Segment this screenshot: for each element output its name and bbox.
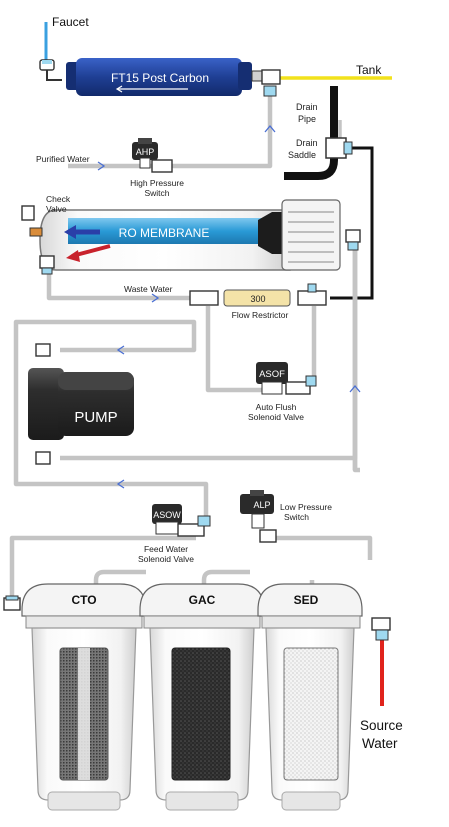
low-pressure-switch [240,490,277,543]
cto-filter [21,583,147,811]
drain-saddle-label-2: Saddle [288,150,316,160]
ro-membrane-housing [29,199,341,271]
high-pressure-label-1: High Pressure [130,178,184,188]
post-carbon-label: FT15 Post Carbon [111,71,209,85]
tank-label: Tank [356,63,382,77]
purified-water-label: Purified Water [36,154,90,164]
flow-restrictor-label: Flow Restrictor [232,310,289,320]
booster-pump [28,343,134,465]
ahp-label: AHP [136,147,155,157]
drain-pipe-label-1: Drain [296,102,318,112]
pump-label: PUMP [74,409,117,426]
faucet-label: Faucet [52,15,89,29]
low-pressure-label-2: Switch [284,512,309,522]
flow-restrictor-value: 300 [250,294,265,304]
filter-fittings [3,595,391,641]
drain-saddle-label-1: Drain [296,138,318,148]
post-carbon-tee [261,69,281,97]
source-water-label-1: Source [360,718,403,733]
check-valve-label-1: Check [46,194,71,204]
auto-flush-label-1: Auto Flush [256,402,297,412]
waste-water-label: Waste Water [124,284,173,294]
drain-line [330,146,374,300]
drain-pipe-label-2: Pipe [298,114,316,124]
sed-filter [257,583,363,811]
gac-label: GAC [189,593,216,607]
post-carbon-filter [66,58,263,96]
auto-flush-valve [256,362,317,395]
feed-water-label-2: Solenoid Valve [138,554,194,564]
asow-label: ASOW [153,510,181,520]
high-pressure-switch [132,138,173,173]
asof-label: ASOF [259,369,285,380]
drain-saddle-fitting [325,137,353,159]
drain-pipe-line [284,86,338,180]
source-water-label-2: Water [362,736,398,751]
sed-label: SED [294,593,319,607]
high-pressure-label-2: Switch [144,188,169,198]
ro-membrane-label: RO MEMBRANE [119,226,210,240]
gac-filter [139,583,265,811]
check-valve-fitting [21,205,55,275]
check-valve-label-2: Valve [46,204,67,214]
membrane-inlet-fitting [345,229,361,251]
low-pressure-label-1: Low Pressure [280,502,332,512]
auto-flush-label-2: Solenoid Valve [248,412,304,422]
feed-water-label-1: Feed Water [144,544,188,554]
flow-arrows [97,124,361,489]
alp-label: ALP [253,500,270,510]
feed-water-valve [152,504,211,537]
flow-restrictor [189,283,327,307]
cto-label: CTO [71,593,96,607]
faucet-fitting [39,59,62,81]
